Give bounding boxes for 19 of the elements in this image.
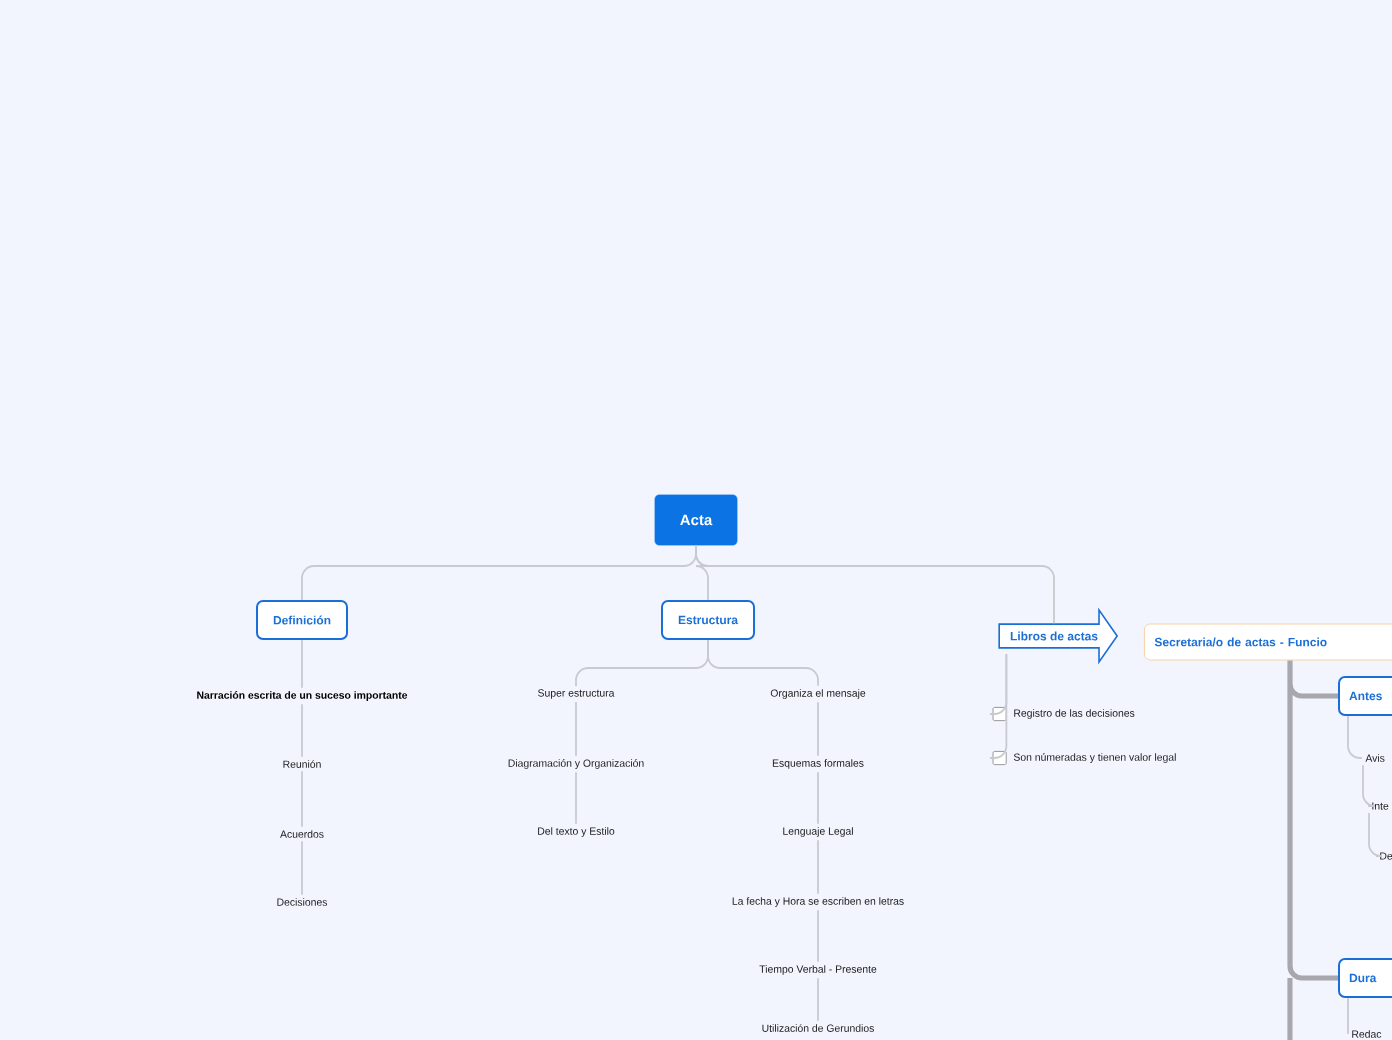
connector-line	[301, 639, 303, 689]
connector-line	[575, 771, 577, 825]
connector-line	[1362, 764, 1376, 807]
connector-line	[817, 977, 819, 1022]
connector-line	[989, 653, 1008, 759]
connector-line	[301, 770, 303, 828]
connector-line	[1368, 812, 1382, 857]
connector-line	[1347, 997, 1349, 1035]
connector-line	[1287, 657, 1341, 981]
connector-line	[817, 909, 819, 963]
connector-line	[1347, 715, 1363, 759]
connector-line	[707, 639, 819, 687]
connector-line	[301, 840, 303, 896]
connector-line	[817, 701, 819, 757]
connector-line	[575, 701, 577, 757]
connector-line	[817, 771, 819, 825]
connector-line	[817, 839, 819, 895]
connector-line	[695, 544, 1055, 625]
connector-line	[301, 703, 303, 758]
